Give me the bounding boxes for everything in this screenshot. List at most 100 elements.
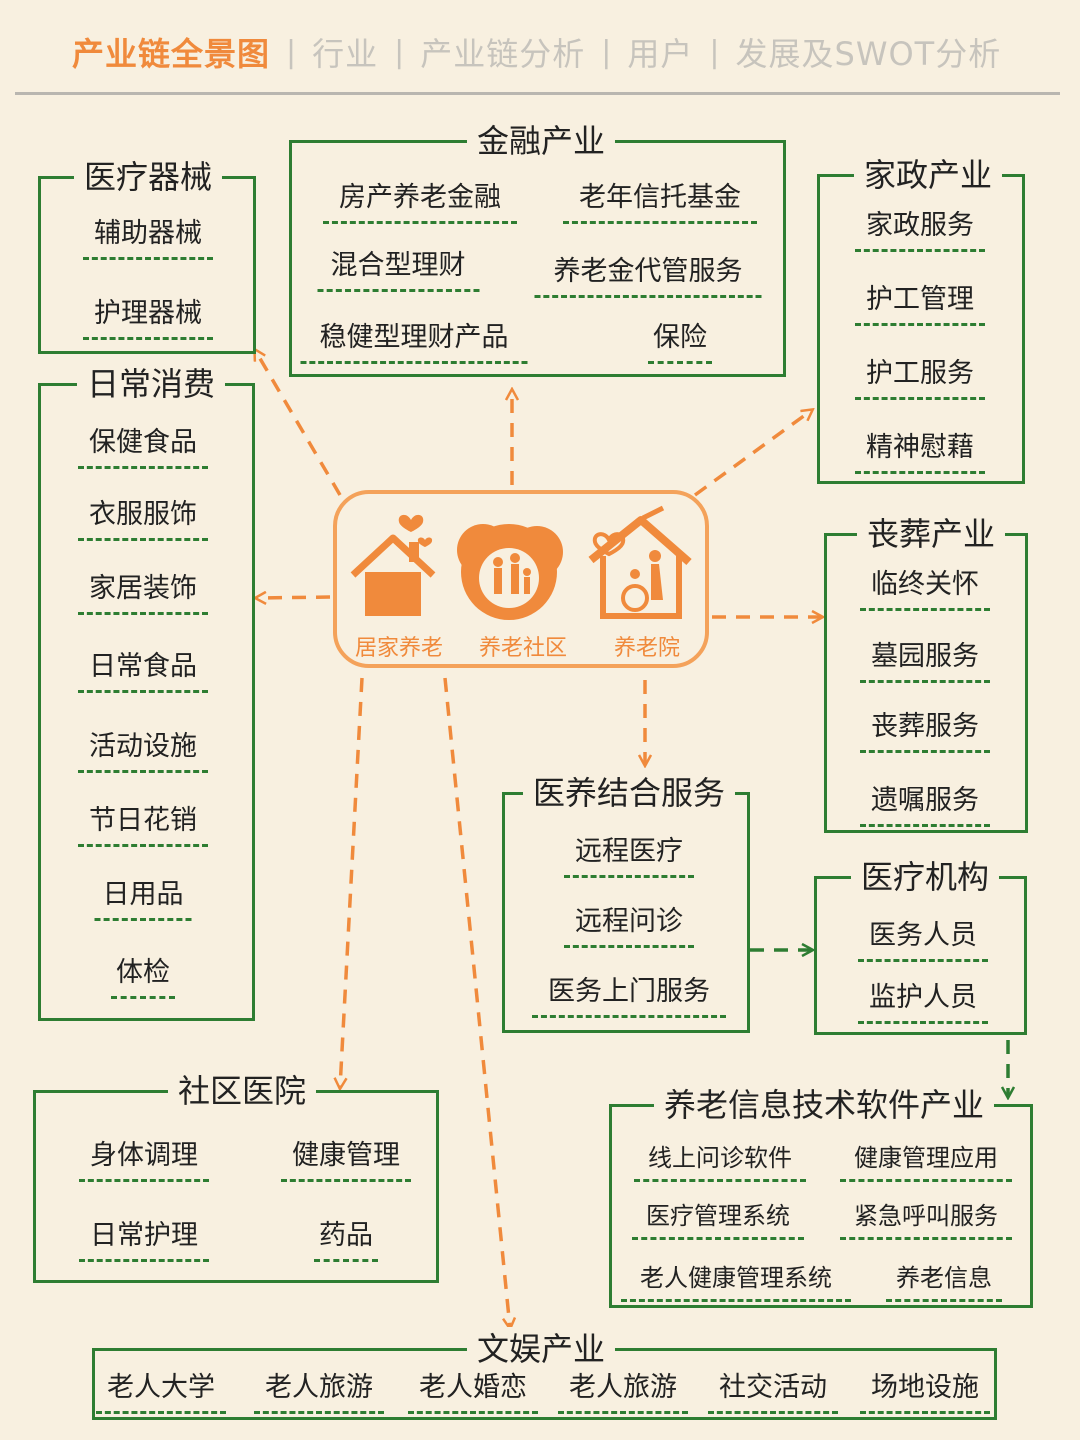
- list-item: 衣服服饰: [78, 496, 208, 541]
- dashed-underline: [83, 337, 213, 340]
- nav-separator: |: [394, 34, 405, 70]
- dashed-underline: [860, 824, 990, 827]
- list-item-label: 衣服服饰: [89, 499, 197, 530]
- list-item: 药品: [313, 1217, 379, 1262]
- dashed-underline: [647, 361, 713, 364]
- nav-tab-0[interactable]: 产业链全景图: [72, 35, 271, 73]
- dashed-underline: [855, 323, 985, 326]
- arrow-to-entertainment: [443, 677, 510, 1328]
- list-item-label: 保健食品: [89, 427, 197, 458]
- list-item: 医务上门服务: [531, 973, 727, 1018]
- dashed-underline: [564, 875, 694, 878]
- dashed-underline: [708, 1411, 838, 1414]
- dashed-underline: [534, 295, 762, 298]
- dashed-underline: [281, 1179, 411, 1182]
- list-item-label: 体检: [116, 957, 170, 988]
- dashed-underline: [79, 1179, 209, 1182]
- list-item-label: 老人旅游: [265, 1372, 373, 1403]
- list-item: 老人婚恋: [408, 1369, 538, 1414]
- dashed-underline: [78, 690, 208, 693]
- list-item: 护理器械: [83, 295, 213, 340]
- list-item-label: 身体调理: [90, 1140, 198, 1171]
- dashed-underline: [855, 249, 985, 252]
- list-item: 健康管理: [281, 1137, 411, 1182]
- list-item: 保健食品: [78, 424, 208, 469]
- dashed-underline: [855, 471, 985, 474]
- nursing-home-icon: [588, 505, 692, 619]
- list-item-label: 日常食品: [89, 651, 197, 682]
- list-item-label: 医务人员: [869, 920, 977, 951]
- list-item-label: 紧急呼叫服务: [854, 1202, 998, 1230]
- list-item-label: 医务上门服务: [548, 976, 710, 1007]
- dashed-underline: [860, 750, 990, 753]
- nav-tab-2[interactable]: 产业链分析: [420, 35, 586, 73]
- box-medical-institution: 医疗机构医务人员监护人员: [814, 855, 1027, 1035]
- list-item-label: 老人旅游: [569, 1372, 677, 1403]
- hub-label-community: 养老社区: [478, 636, 568, 661]
- list-item-label: 老年信托基金: [579, 182, 741, 213]
- list-item-label: 线上问诊软件: [648, 1144, 792, 1172]
- dashed-underline: [78, 770, 208, 773]
- list-item-label: 临终关怀: [871, 569, 979, 600]
- nav-separator: |: [601, 34, 612, 70]
- list-item: 社交活动: [708, 1369, 838, 1414]
- list-item-label: 丧葬服务: [871, 711, 979, 742]
- box-title: 日常消费: [76, 362, 226, 406]
- box-title: 社区医院: [167, 1069, 317, 1113]
- list-item: 活动设施: [78, 728, 208, 773]
- elderly-care-hub: 居家养老 养老社区 养老院: [333, 490, 709, 668]
- nav-tab-4[interactable]: 发展及SWOT分析: [735, 35, 1002, 73]
- list-item-label: 老人婚恋: [419, 1372, 527, 1403]
- list-item: 护工管理: [855, 281, 985, 326]
- dashed-underline: [408, 1411, 538, 1414]
- arrow-to-housekeeping: [693, 410, 812, 497]
- nav-separator: |: [709, 34, 720, 70]
- nav-tab-1[interactable]: 行业: [312, 35, 379, 73]
- list-item: 身体调理: [79, 1137, 209, 1182]
- dashed-underline: [79, 1259, 209, 1262]
- list-item-label: 遗嘱服务: [871, 785, 979, 816]
- box-housekeeping: 家政产业家政服务护工管理护工服务精神慰藉: [817, 153, 1025, 484]
- nav-divider: [15, 92, 1060, 95]
- dashed-underline: [96, 1411, 226, 1414]
- arrow-to-medical-devices: [255, 350, 342, 496]
- nav-separator: |: [286, 34, 297, 70]
- list-item-label: 家政服务: [866, 210, 974, 241]
- list-item-label: 健康管理应用: [854, 1144, 998, 1172]
- box-medical-care: 医养结合服务远程医疗远程问诊医务上门服务: [502, 771, 750, 1033]
- box-title: 丧葬产业: [856, 512, 1006, 556]
- list-item: 老人健康管理系统: [620, 1261, 852, 1302]
- list-item: 体检: [110, 954, 176, 999]
- dashed-underline: [110, 996, 176, 999]
- list-item-label: 节日花销: [89, 805, 197, 836]
- list-item-label: 日用品: [102, 879, 184, 910]
- nav-tab-3[interactable]: 用户: [627, 35, 694, 73]
- box-title: 家政产业: [853, 153, 1003, 197]
- dashed-underline: [78, 466, 208, 469]
- dashed-underline: [78, 612, 208, 615]
- dashed-underline: [78, 538, 208, 541]
- list-item-label: 混合型理财: [330, 250, 466, 281]
- hub-icons: [350, 505, 692, 620]
- dashed-underline: [531, 1015, 727, 1018]
- list-item: 丧葬服务: [860, 708, 990, 753]
- list-item-label: 老人健康管理系统: [640, 1264, 832, 1292]
- box-title: 医疗机构: [850, 855, 1000, 899]
- box-daily-consumption: 日常消费保健食品衣服服饰家居装饰日常食品活动设施节日花销日用品体检: [38, 362, 255, 1021]
- dashed-underline: [83, 257, 213, 260]
- list-item-label: 家居装饰: [89, 573, 197, 604]
- list-item-label: 远程医疗: [575, 836, 683, 867]
- hub-label-nursing-home: 养老院: [613, 636, 681, 661]
- list-item-label: 养老金代管服务: [553, 256, 743, 287]
- list-item-label: 精神慰藉: [866, 432, 974, 463]
- list-item: 养老信息: [886, 1261, 1002, 1302]
- list-item: 日用品: [94, 876, 192, 921]
- list-item-label: 远程问诊: [575, 906, 683, 937]
- box-title: 金融产业: [466, 119, 616, 163]
- box-finance: 金融产业房产养老金融老年信托基金混合型理财养老金代管服务稳健型理财产品保险: [289, 119, 786, 377]
- dashed-underline: [860, 1411, 990, 1414]
- list-item-label: 养老信息: [896, 1264, 992, 1292]
- list-item: 墓园服务: [860, 638, 990, 683]
- box-it-software: 养老信息技术软件产业线上问诊软件健康管理应用医疗管理系统紧急呼叫服务老人健康管理…: [609, 1083, 1033, 1308]
- home-heart-icon: [350, 514, 436, 616]
